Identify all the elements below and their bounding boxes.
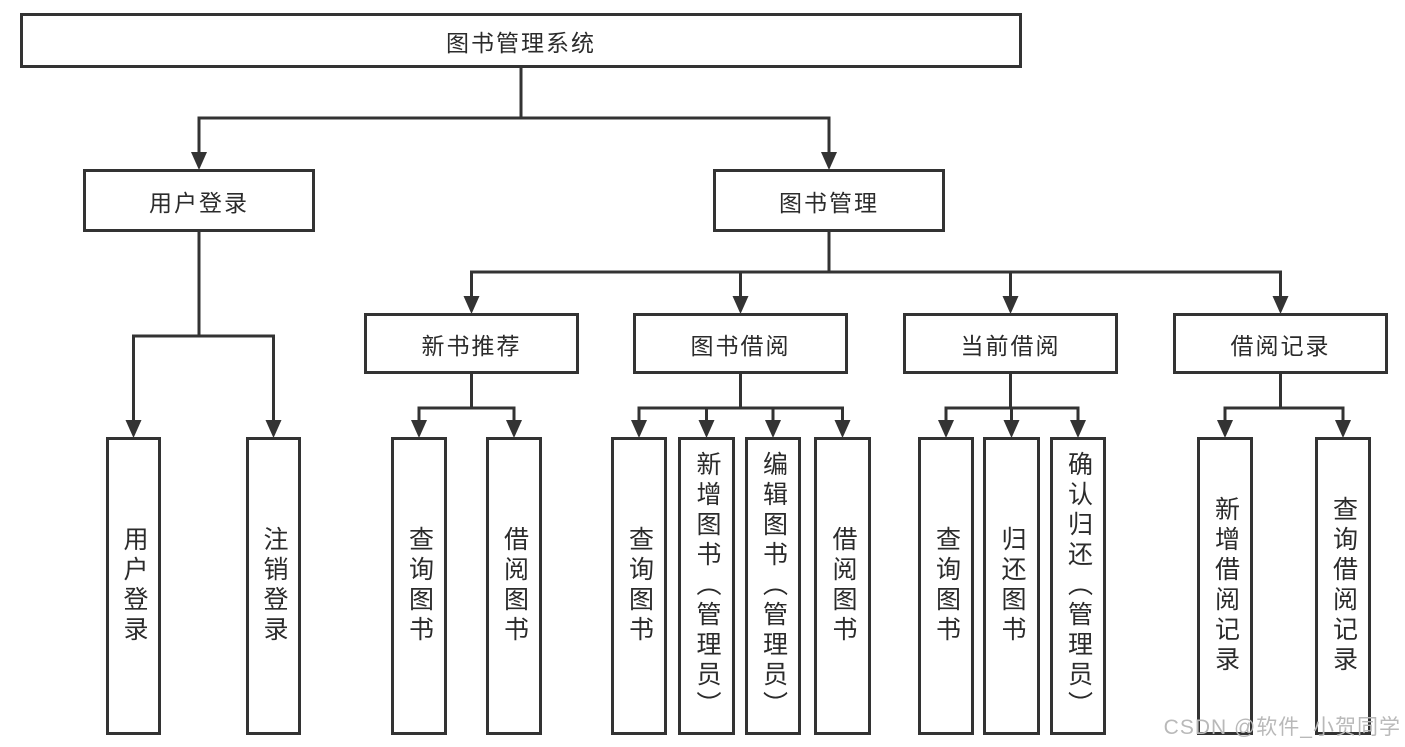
node-leaf-confirm: 确认归还（管理员） — [1050, 437, 1106, 735]
node-leaf-query-2: 查询图书 — [611, 437, 667, 735]
node-leaf-query-rec: 查询借阅记录 — [1315, 437, 1371, 735]
node-label-leaf-query-2: 查询图书 — [625, 526, 654, 646]
node-label-new-books: 新书推荐 — [421, 332, 522, 359]
watermark: CSDN @软件_小贺同学 — [1163, 716, 1401, 739]
node-label-leaf-add-book: 新增图书（管理员） — [693, 451, 721, 721]
node-label-leaf-edit-book: 编辑图书（管理员） — [759, 451, 788, 721]
node-borrow-records: 借阅记录 — [1173, 313, 1388, 374]
node-new-books: 新书推荐 — [364, 313, 579, 374]
node-root: 图书管理系统 — [20, 13, 1022, 68]
node-label-leaf-query-3: 查询图书 — [932, 526, 961, 646]
node-label-leaf-logout: 注销登录 — [260, 526, 288, 646]
node-label-leaf-query-1: 查询图书 — [405, 526, 434, 646]
node-label-leaf-borrow-1: 借阅图书 — [500, 526, 529, 646]
node-label-leaf-add-rec: 新增借阅记录 — [1211, 496, 1240, 676]
node-leaf-add-rec: 新增借阅记录 — [1197, 437, 1253, 735]
node-book-borrow: 图书借阅 — [633, 313, 848, 374]
node-book-mgmt: 图书管理 — [713, 169, 945, 232]
node-leaf-edit-book: 编辑图书（管理员） — [745, 437, 801, 735]
node-leaf-return: 归还图书 — [983, 437, 1040, 735]
node-label-leaf-query-rec: 查询借阅记录 — [1329, 496, 1358, 676]
node-label-user-login: 用户登录 — [149, 189, 249, 216]
node-leaf-query-3: 查询图书 — [918, 437, 974, 735]
node-label-leaf-user-login: 用户登录 — [120, 526, 148, 646]
node-label-current-borrow: 当前借阅 — [960, 332, 1061, 359]
node-leaf-logout: 注销登录 — [246, 437, 301, 735]
node-label-leaf-return: 归还图书 — [998, 526, 1026, 646]
node-label-root: 图书管理系统 — [446, 29, 596, 56]
node-leaf-user-login: 用户登录 — [106, 437, 161, 735]
node-label-book-borrow: 图书借阅 — [690, 332, 791, 359]
node-current-borrow: 当前借阅 — [903, 313, 1118, 374]
node-leaf-query-1: 查询图书 — [391, 437, 447, 735]
node-label-leaf-borrow-2: 借阅图书 — [829, 526, 857, 646]
node-label-borrow-records: 借阅记录 — [1230, 332, 1331, 359]
node-label-leaf-confirm: 确认归还（管理员） — [1064, 451, 1093, 721]
node-user-login: 用户登录 — [83, 169, 315, 232]
node-label-book-mgmt: 图书管理 — [779, 189, 879, 216]
node-leaf-borrow-1: 借阅图书 — [486, 437, 542, 735]
node-leaf-add-book: 新增图书（管理员） — [678, 437, 735, 735]
node-leaf-borrow-2: 借阅图书 — [814, 437, 871, 735]
